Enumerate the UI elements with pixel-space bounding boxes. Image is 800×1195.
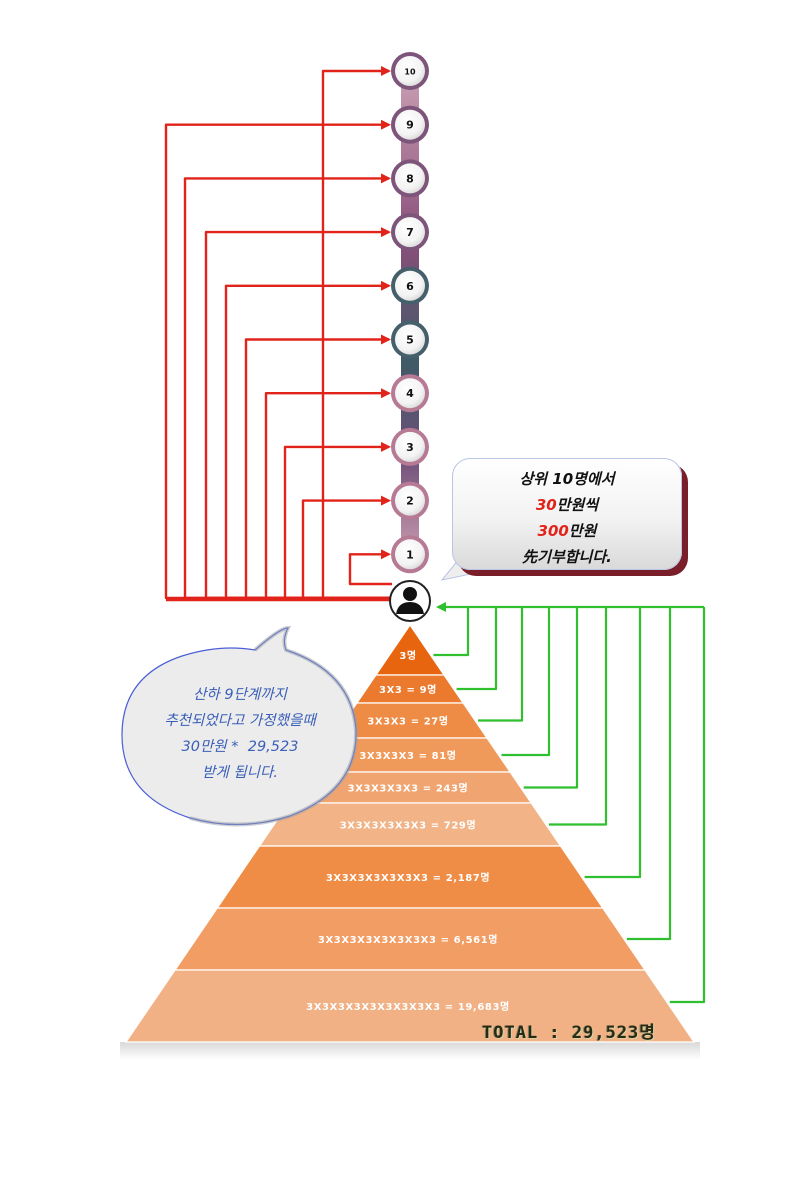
green-arrows	[433, 602, 706, 1004]
red-arrow-to-level-10	[321, 66, 392, 600]
amount-30-unit: 만원씩	[556, 496, 599, 514]
left-bubble-text: 산하 9단계까지 추천되었다고 가정했을때 30만원 * 29,523 받게 됩…	[122, 682, 358, 786]
chain-disc	[395, 270, 425, 301]
pyramid-tier-5: 3X3X3X3X3 = 243명	[287, 771, 533, 804]
amount-300-unit: 만원	[568, 522, 597, 540]
red-arrow-to-level-9	[164, 119, 392, 600]
chain-level-label: 10	[404, 68, 416, 77]
chain-level-10: 10	[391, 52, 429, 90]
right-bubble-line3: 300만원	[452, 518, 682, 544]
red-arrow-to-level-3	[283, 441, 392, 600]
chain-level-label: 2	[406, 495, 414, 508]
chain-disc	[395, 378, 425, 409]
red-arrow-to-level-6	[224, 280, 392, 600]
red-arrow-to-level-8	[183, 173, 392, 600]
pyramid-tier-9: 3X3X3X3X3X3X3X3X3 = 19,683명	[124, 969, 696, 1043]
chain-disc	[395, 163, 425, 194]
right-bubble-text: 상위 10명에서 30만원씩 300만원 先기부합니다.	[452, 466, 682, 570]
chain-level-4: 4	[391, 374, 429, 413]
chain-disc	[395, 485, 425, 516]
chain-level-label: 4	[406, 387, 414, 400]
chain-level-label: 9	[406, 119, 414, 132]
total-count: TOTAL : 29,523명	[482, 1023, 656, 1043]
green-arrow-from-tier-3	[478, 607, 524, 722]
left-bubble-line2: 추천되었다고 가정했을때	[164, 713, 316, 729]
referral-pyramid: 3명 3X3 = 9명 3X3X3 = 27명 3X3X3X3 = 81명 3X3X3X…	[120, 623, 700, 1060]
right-bubble-line1: 상위 10명에서	[519, 470, 615, 488]
green-arrow-from-tier-7	[584, 607, 642, 879]
chain-disc	[395, 217, 425, 248]
green-arrow-from-tier-6	[548, 607, 608, 826]
amount-30: 30	[535, 496, 557, 514]
chain-level-label: 6	[406, 280, 414, 293]
person-avatar-icon	[389, 580, 431, 622]
left-speech-bubble-shape	[121, 625, 359, 827]
left-bubble-line1: 산하 9단계까지	[193, 687, 287, 703]
pyramid-tier-shape	[374, 623, 446, 676]
amount-300: 300	[537, 522, 569, 540]
chain-level-6: 6	[391, 266, 429, 305]
red-arrow-to-level-1	[348, 549, 392, 586]
pyramid-tier-label: 3X3 = 9명	[379, 683, 437, 696]
green-arrow-from-tier-5	[523, 607, 579, 789]
chain-disc	[395, 431, 425, 462]
chain-level-label: 1	[406, 548, 414, 561]
pyramid-tier-label: 3X3X3X3X3X3X3 = 2,187명	[326, 871, 490, 884]
right-bubble-box	[452, 458, 682, 570]
red-arrow-to-level-5	[244, 334, 392, 600]
pyramid-tier-2: 3X3 = 9명	[355, 674, 465, 704]
chain-disc	[395, 56, 425, 86]
left-bubble-line4: 받게 됩니다.	[202, 765, 278, 781]
chain-level-9: 9	[391, 105, 429, 144]
chain-level-2: 2	[391, 481, 429, 520]
right-speech-bubble: 상위 10명에서 30만원씩 300만원 先기부합니다.	[452, 458, 688, 576]
pyramid-tier-4: 3X3X3X3 = 81명	[308, 737, 512, 773]
green-arrow-from-tier-1	[433, 607, 470, 657]
left-bubble-line3: 30만원 * 29,523	[181, 739, 299, 755]
pyramid-floor-shadow	[120, 1042, 700, 1060]
pyramid-tier-1: 3명	[374, 623, 446, 676]
chain-level-label: 5	[406, 334, 414, 347]
green-arrow-from-tier-8	[626, 607, 672, 941]
green-arrow-from-tier-9	[669, 607, 706, 1004]
pyramid-tier-label: 3명	[399, 649, 416, 662]
pyramid-tier-label: 3X3X3X3X3X3 = 729명	[340, 819, 477, 832]
chain-level-3: 3	[391, 427, 429, 466]
pyramid-tier-label: 3X3X3X3X3 = 243명	[348, 782, 469, 795]
pyramid-tier-label: 3X3X3X3X3X3X3X3 = 6,561명	[318, 933, 498, 946]
pyramid-tier-7: 3X3X3X3X3X3X3 = 2,187명	[216, 845, 604, 909]
chain-level-8: 8	[391, 159, 429, 198]
red-arrows	[164, 66, 392, 602]
green-arrow-from-tier-2	[456, 607, 498, 691]
pyramid-tier-8: 3X3X3X3X3X3X3X3 = 6,561명	[173, 907, 647, 971]
chain-disc	[395, 539, 425, 570]
chain-level-label: 8	[406, 172, 414, 185]
chain-level-1: 1	[391, 535, 429, 574]
right-bubble-line2: 30만원씩	[452, 492, 682, 518]
pyramid-tier-shape	[124, 969, 696, 1043]
left-speech-bubble: 산하 9단계까지 추천되었다고 가정했을때 30만원 * 29,523 받게 됩…	[122, 638, 358, 828]
level-chain: 1 2 3 4 5 6 7 8 9 10	[391, 52, 429, 574]
pyramid-tier-label: 3X3X3 = 27명	[367, 715, 448, 728]
chain-disc	[395, 324, 425, 355]
right-bubble-line4: 先기부합니다.	[522, 548, 612, 566]
chain-level-5: 5	[391, 320, 429, 359]
pyramid-tier-label: 3X3X3X3 = 81명	[359, 749, 456, 762]
chain-level-label: 3	[406, 441, 414, 454]
pyramid-tier-label: 3X3X3X3X3X3X3X3X3 = 19,683명	[306, 1000, 510, 1013]
chain-disc	[395, 109, 425, 140]
chain-level-7: 7	[391, 213, 429, 252]
chain-level-label: 7	[406, 226, 414, 239]
green-arrow-from-tier-4	[501, 607, 551, 757]
